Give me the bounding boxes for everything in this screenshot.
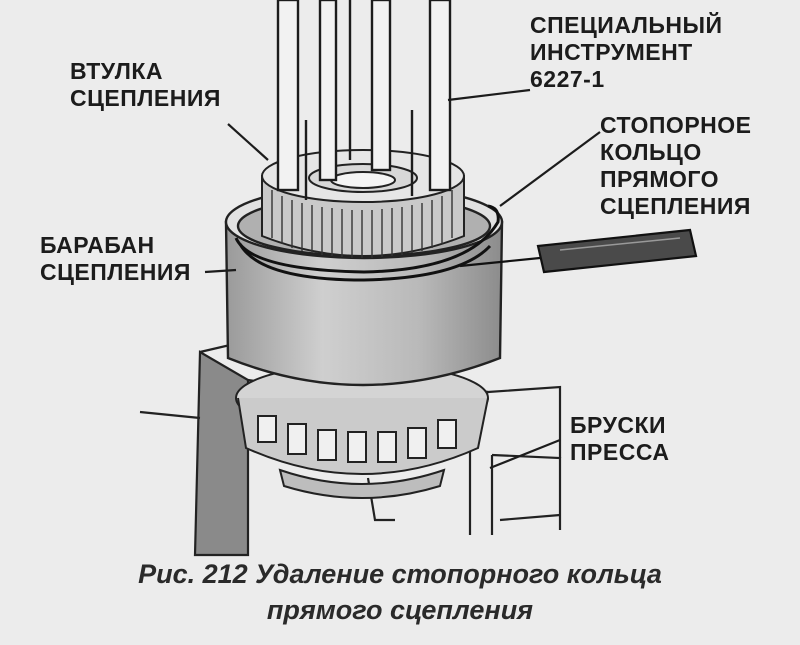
caption-line-1: Рис. 212 Удаление стопорного кольца bbox=[138, 559, 662, 589]
screwdriver bbox=[459, 228, 698, 274]
lower-spline-hub bbox=[235, 363, 489, 499]
clutch-hub bbox=[261, 149, 465, 258]
label-press-blocks: БРУСКИ ПРЕССА bbox=[570, 412, 670, 465]
label-clutch-hub: ВТУЛКА СЦЕПЛЕНИЯ bbox=[70, 58, 221, 111]
label-special-tool: СПЕЦИАЛЬНЫЙ ИНСТРУМЕНТ 6227-1 bbox=[530, 12, 723, 92]
retaining-ring bbox=[234, 204, 500, 282]
label-retaining-ring: СТОПОРНОЕ КОЛЬЦО ПРЯМОГО СЦЕПЛЕНИЯ bbox=[600, 112, 752, 219]
figure-caption: Рис. 212 Удаление стопорного кольца прям… bbox=[0, 556, 800, 628]
leader-lines bbox=[204, 88, 601, 470]
caption-line-2: прямого сцепления bbox=[266, 595, 534, 625]
label-clutch-drum: БАРАБАН СЦЕПЛЕНИЯ bbox=[40, 232, 191, 285]
special-tool bbox=[276, 0, 452, 200]
